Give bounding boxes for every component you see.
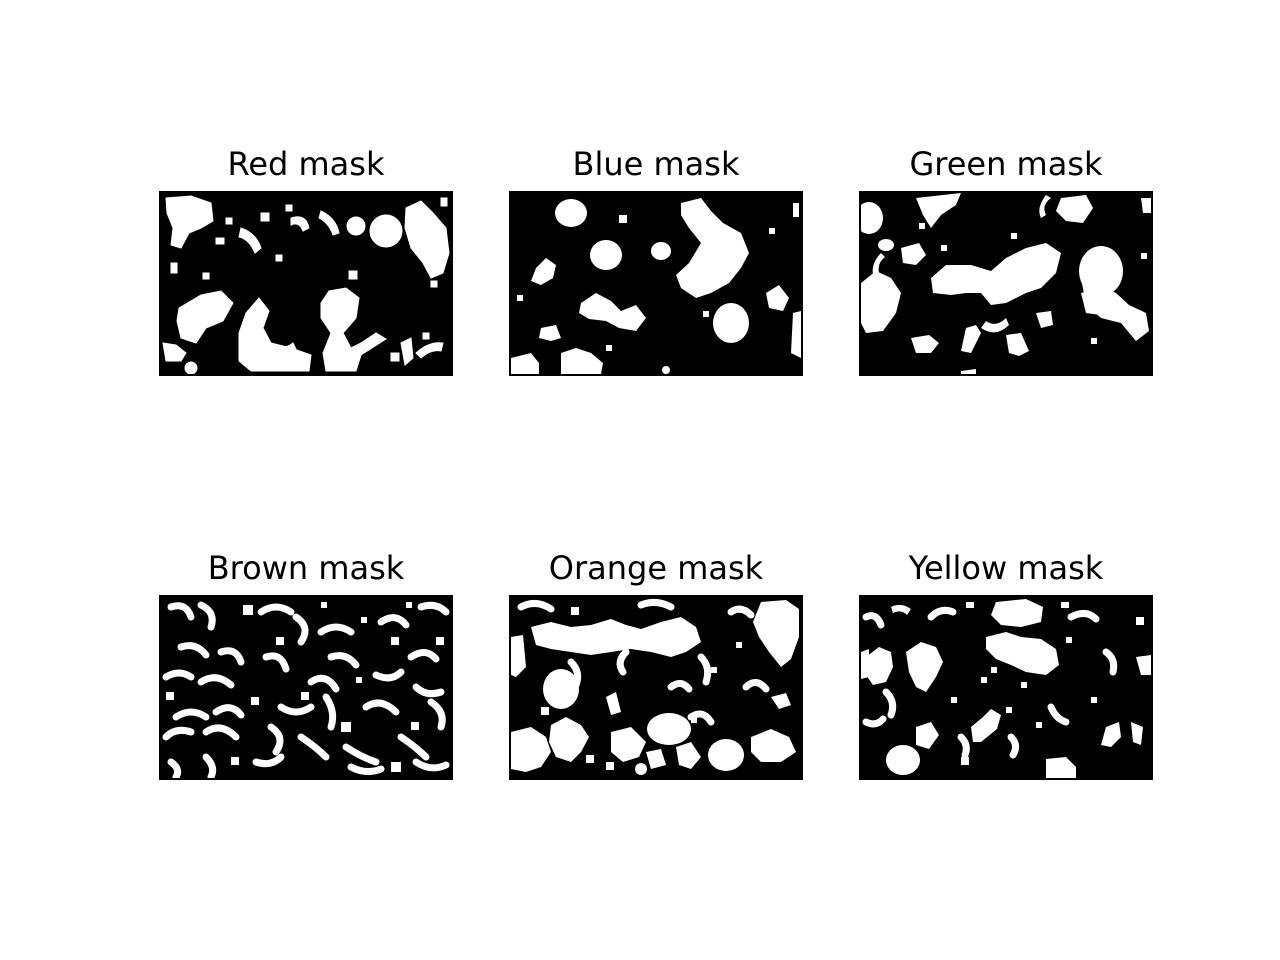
red-mask-title: Red mask (227, 145, 385, 183)
yellow-mask-title: Yellow mask (908, 549, 1104, 587)
green-mask-panel: Green mask (859, 145, 1153, 377)
yellow-mask-panel: Yellow mask (859, 549, 1153, 781)
blue-mask-title: Blue mask (572, 145, 740, 183)
yellow-mask-image (859, 595, 1153, 780)
brown-mask-image (159, 595, 453, 780)
green-mask-image (859, 191, 1153, 376)
red-mask-panel: Red mask (159, 145, 453, 377)
brown-mask-title: Brown mask (207, 549, 405, 587)
green-mask-title: Green mask (909, 145, 1103, 183)
blue-mask-panel: Blue mask (509, 145, 803, 377)
orange-mask-image (509, 595, 803, 780)
orange-mask-title: Orange mask (548, 549, 764, 587)
brown-mask-panel: Brown mask (159, 549, 453, 781)
blue-mask-image (509, 191, 803, 376)
orange-mask-panel: Orange mask (509, 549, 803, 781)
red-mask-image (159, 191, 453, 376)
